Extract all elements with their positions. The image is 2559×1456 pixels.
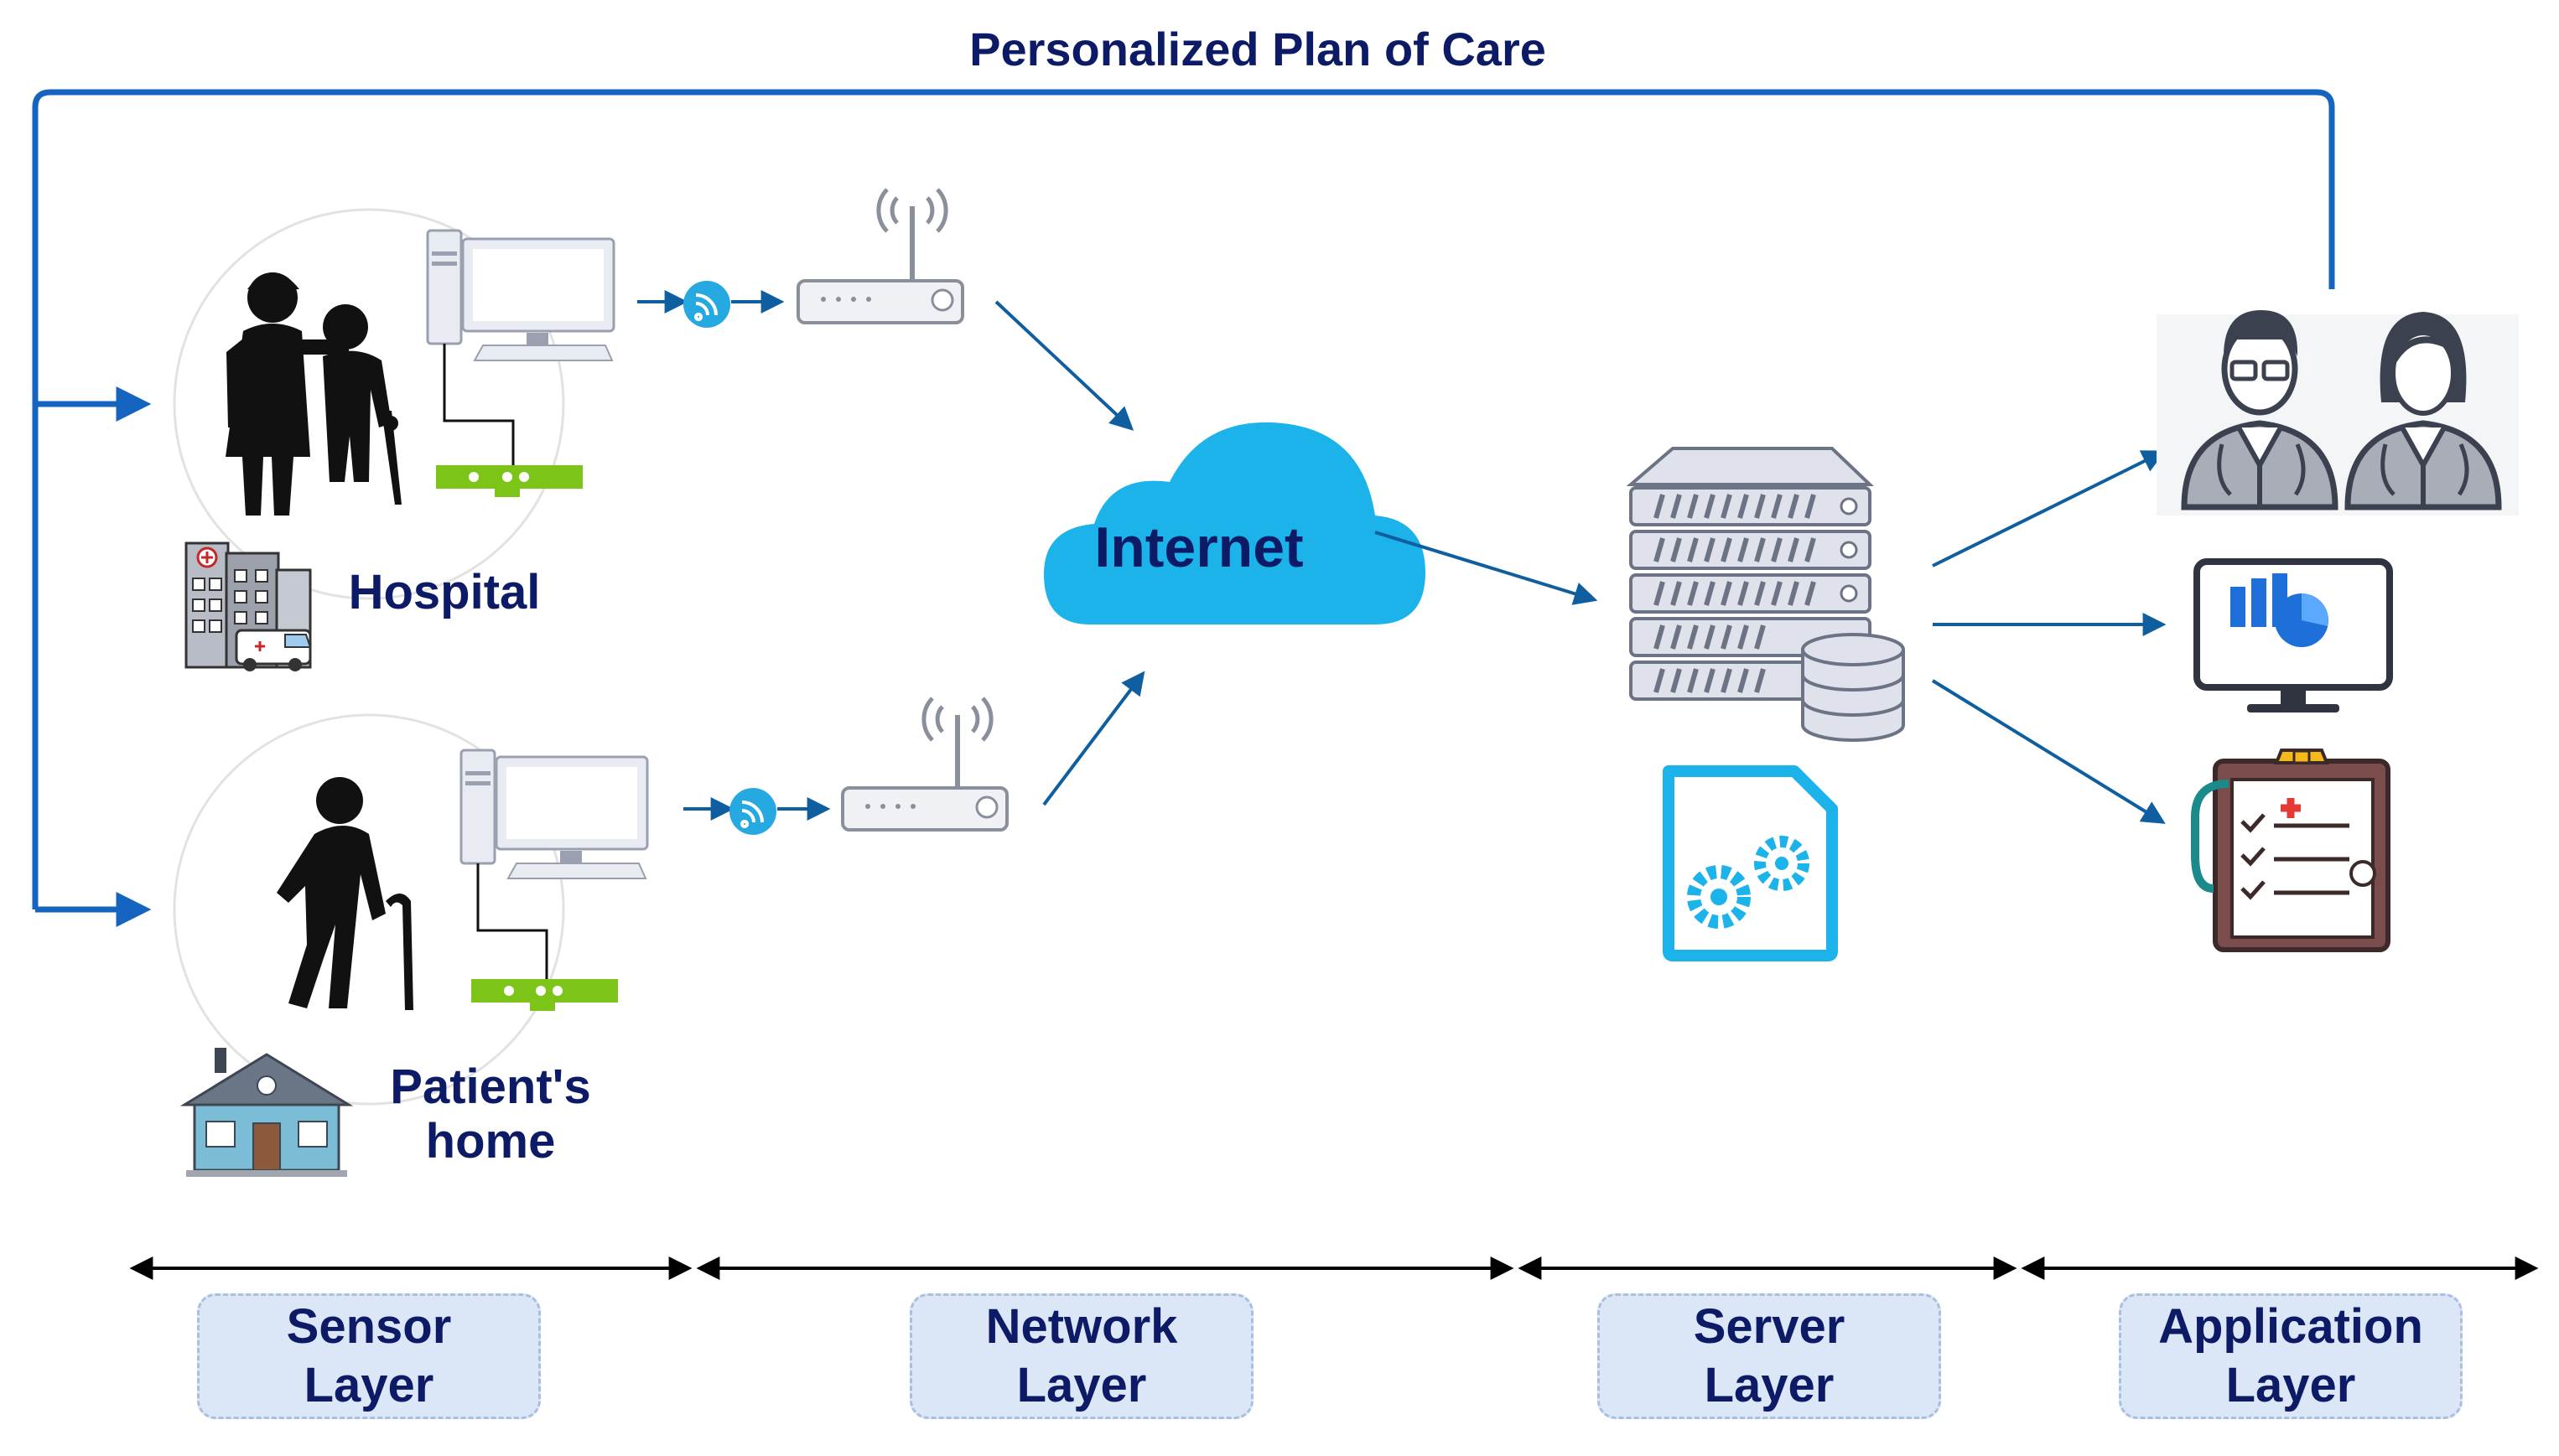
sensor-layer-box: Sensor Layer xyxy=(197,1293,541,1419)
database-icon xyxy=(1801,633,1905,742)
sensor-cable xyxy=(443,344,515,469)
network-layer-box: Network Layer xyxy=(910,1293,1254,1419)
application-layer-box: Application Layer xyxy=(2119,1293,2463,1419)
elderly-person-icon xyxy=(277,777,413,1010)
settings-document-icon xyxy=(1663,765,1838,961)
network-layer-line1: Network xyxy=(985,1299,1178,1355)
application-layer-line1: Application xyxy=(2158,1299,2423,1355)
sensor-bar-icon xyxy=(471,979,618,1011)
application-layer-line2: Layer xyxy=(2225,1358,2356,1412)
server-layer-line2: Layer xyxy=(1704,1358,1835,1412)
flow-arrow xyxy=(1931,679,2166,824)
sensor-layer-line1: Sensor xyxy=(286,1299,452,1355)
desktop-computer-icon xyxy=(459,749,649,879)
diagram-title: Personalized Plan of Care xyxy=(969,23,1546,75)
patient-home-label-line1: Patient's xyxy=(390,1060,591,1114)
router-icon xyxy=(797,188,964,324)
flow-arrow xyxy=(994,300,1134,431)
internet-label: Internet xyxy=(1094,516,1304,579)
care-feedback-loop xyxy=(32,89,2335,927)
cloud-icon xyxy=(1044,422,1425,624)
network-layer-line2: Layer xyxy=(1016,1358,1147,1412)
house-icon xyxy=(179,1048,354,1177)
server-layer-line1: Server xyxy=(1693,1299,1845,1355)
sensor-bar-icon xyxy=(436,465,583,497)
hospital-label: Hospital xyxy=(348,565,541,619)
server-layer-box: Server Layer xyxy=(1597,1293,1941,1419)
sensor-cable xyxy=(476,863,548,979)
caregiver-elderly-icon xyxy=(226,272,402,516)
patient-home-label-line2: home xyxy=(425,1113,556,1168)
flow-arrow xyxy=(1042,671,1145,806)
patient-home-label: Patient's home xyxy=(361,1060,620,1169)
sensor-layer-line2: Layer xyxy=(304,1358,434,1412)
flow-arrow xyxy=(1932,450,2167,567)
flow-arrow xyxy=(1374,531,1598,605)
desktop-computer-icon xyxy=(426,229,615,361)
hospital-building-icon xyxy=(184,541,312,671)
medical-clipboard-icon xyxy=(2191,749,2390,952)
wifi-icon xyxy=(683,281,730,328)
dashboard-monitor-icon xyxy=(2193,558,2393,712)
router-icon xyxy=(841,697,1009,832)
doctors-icon xyxy=(2157,310,2519,516)
wifi-icon xyxy=(729,788,776,835)
